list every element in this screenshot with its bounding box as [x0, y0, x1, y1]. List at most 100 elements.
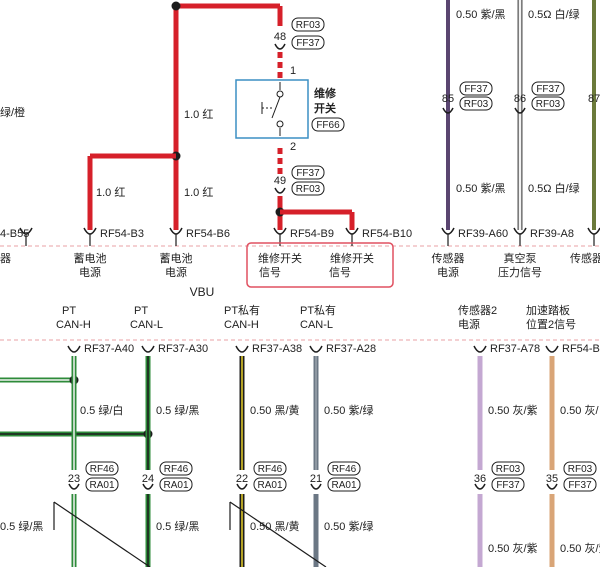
- wire-label-24-lower: 0.5 绿/黑: [156, 519, 199, 533]
- wire-label-a40: 0.5 绿/白: [80, 403, 123, 417]
- wire-label-purple-bottom: 0.50 紫/黑: [456, 182, 506, 195]
- connector-pin-b6: [169, 227, 183, 246]
- svg-text:RA01: RA01: [257, 480, 282, 491]
- svg-text:RF46: RF46: [258, 464, 283, 475]
- wire-label-right: 0.50 灰/: [560, 403, 599, 417]
- tag-ff37-85: FF37: [459, 81, 493, 96]
- wire-label-22-lower: 0.50 黑/黄: [250, 519, 300, 533]
- pin-label-rf54-b6: RF54-B6: [186, 228, 230, 240]
- svg-text:RA01: RA01: [331, 480, 356, 491]
- connector-break-85: [442, 107, 454, 114]
- module-name-vbu: VBU: [190, 285, 215, 299]
- svg-text:RA01: RA01: [163, 480, 188, 491]
- wire-label-21-lower: 0.50 紫/绿: [324, 519, 374, 533]
- pin-label-rf37-a40: RF37-A40: [84, 343, 134, 355]
- header-sensor2-2: 电源: [458, 317, 480, 331]
- svg-text:RF03: RF03: [568, 464, 593, 475]
- header-pedal-1: 加速踏板: [526, 303, 570, 317]
- pin-label-rf54-b9: RF54-B9: [290, 228, 334, 240]
- connector-pin-left: [19, 227, 33, 246]
- connector-number-36: 36: [474, 473, 486, 485]
- connector-break-22: [236, 483, 248, 490]
- tag-rf03-85: RF03: [459, 96, 493, 111]
- connector-number-35: 35: [546, 473, 558, 485]
- tag-ff66-switch: FF66: [311, 117, 345, 132]
- connector-break-24: [142, 483, 154, 490]
- twisted-pair-line-c: [229, 501, 327, 567]
- pin-label-rf54-b10: RF54-B10: [362, 228, 412, 240]
- signal-a8-line1: 真空泵: [504, 251, 537, 265]
- wire-label-a38: 0.50 黑/黄: [250, 403, 300, 417]
- connector-pin-a8: [513, 227, 527, 246]
- pin-label-rf54-b: RF54-B: [562, 343, 600, 355]
- connector-break-48: [274, 43, 286, 50]
- wire-label-white-top: 0.5Ω 白/绿: [528, 7, 580, 21]
- header-pt-canl-2: CAN-L: [130, 319, 163, 331]
- tag-ra01-22: RA01: [253, 477, 287, 492]
- header-pt-canl-1: PT: [134, 305, 148, 317]
- connector-pin-a28: [309, 345, 323, 353]
- header-ptp-canl-2: CAN-L: [300, 319, 333, 331]
- tag-rf46-21: RF46: [327, 461, 361, 476]
- connector-number-48: 48: [274, 31, 286, 43]
- connector-pin-a40: [67, 345, 81, 353]
- svg-text:RF03: RF03: [536, 99, 561, 110]
- pin-number-2: 2: [290, 141, 296, 153]
- pin-label-rf37-a30: RF37-A30: [158, 343, 208, 355]
- header-pedal-2: 位置2信号: [526, 317, 576, 331]
- connector-pin-b10: [345, 227, 359, 246]
- connector-break-35: [546, 483, 558, 490]
- tag-ff37-49: FF37: [291, 165, 325, 180]
- wire-label-35-lower: 0.50 灰/紫: [560, 541, 600, 555]
- wire-upper-label: 1.0 红: [184, 108, 213, 121]
- svg-text:FF37: FF37: [536, 84, 560, 95]
- connector-break-21: [310, 483, 322, 490]
- svg-text:FF37: FF37: [296, 168, 320, 179]
- header-ptp-canh-1: PT私有: [224, 303, 260, 317]
- connector-pin-a38: [235, 345, 249, 353]
- connector-number-87: 87: [588, 93, 600, 105]
- svg-text:RF46: RF46: [332, 464, 357, 475]
- tag-rf46-24: RF46: [159, 461, 193, 476]
- tag-rf46-23: RF46: [85, 461, 119, 476]
- pin-label-rf37-a38: RF37-A38: [252, 343, 302, 355]
- connector-number-24: 24: [142, 473, 154, 485]
- pin-label-rf37-a28: RF37-A28: [326, 343, 376, 355]
- connector-break-49: [274, 187, 286, 194]
- highlight-box-maintenance-signal: [246, 242, 394, 288]
- connector-number-86: 86: [514, 93, 526, 105]
- svg-text:FF37: FF37: [296, 38, 320, 49]
- tag-rf03-48: RF03: [291, 17, 325, 32]
- wire-mid-label-a: 1.0 红: [96, 186, 125, 199]
- tag-rf03-36: RF03: [491, 461, 525, 476]
- left-partial-3: 器: [0, 252, 11, 265]
- signal-a60-line1: 传感器: [432, 252, 465, 265]
- maintenance-switch-box: [235, 79, 309, 139]
- connector-number-85: 85: [442, 93, 454, 105]
- signal-b3-line2: 电源: [79, 265, 101, 279]
- connector-break-23: [68, 483, 80, 490]
- tag-ra01-24: RA01: [159, 477, 193, 492]
- tag-rf03-86: RF03: [531, 96, 565, 111]
- connector-pin-right: [587, 227, 600, 246]
- svg-text:FF37: FF37: [568, 480, 592, 491]
- connector-pin-a60: [441, 227, 455, 246]
- wire-mid-label-b: 1.0 红: [184, 186, 213, 199]
- svg-text:RA01: RA01: [89, 480, 114, 491]
- header-pt-canh-2: CAN-H: [56, 319, 91, 331]
- tag-ra01-21: RA01: [327, 477, 361, 492]
- signal-b10-line1: 维修开关: [330, 251, 374, 265]
- connector-break-86: [514, 107, 526, 114]
- svg-text:RF03: RF03: [464, 99, 489, 110]
- pin-number-1: 1: [290, 65, 296, 77]
- signal-right-partial: 传感器: [570, 252, 600, 265]
- connector-number-21: 21: [310, 473, 322, 485]
- wire-label-a30: 0.5 绿/黑: [156, 403, 199, 417]
- pin-label-rf39-a8: RF39-A8: [530, 228, 574, 240]
- signal-b9-line2: 信号: [259, 266, 281, 279]
- svg-text:RF46: RF46: [90, 464, 115, 475]
- wire-label-a28: 0.50 紫/绿: [324, 403, 374, 417]
- tag-rf03-35: RF03: [563, 461, 597, 476]
- header-ptp-canl-1: PT私有: [300, 303, 336, 317]
- signal-b6-line1: 蓄电池: [160, 252, 193, 265]
